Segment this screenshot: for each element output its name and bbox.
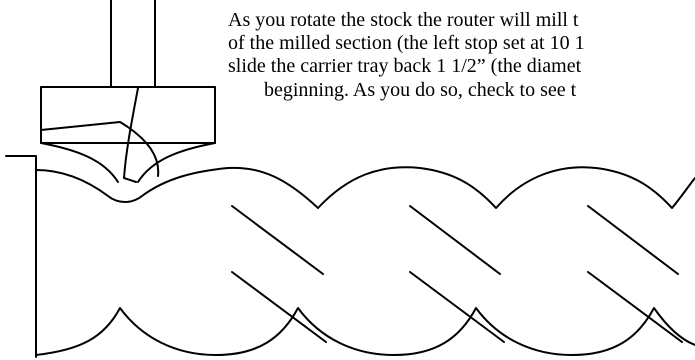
router-bit xyxy=(35,86,229,203)
body-text-line-2: of the milled section (the left stop set… xyxy=(228,32,585,54)
body-text-line-1: As you rotate the stock the router will … xyxy=(228,9,579,31)
spiral-stock xyxy=(35,166,695,356)
left-stop-fence xyxy=(5,155,37,358)
body-text-line-4: beginning. As you do so, check to see t xyxy=(264,79,577,101)
router-shank xyxy=(110,0,156,88)
body-text-line-3: slide the carrier tray back 1 1/2” (the … xyxy=(228,55,582,77)
